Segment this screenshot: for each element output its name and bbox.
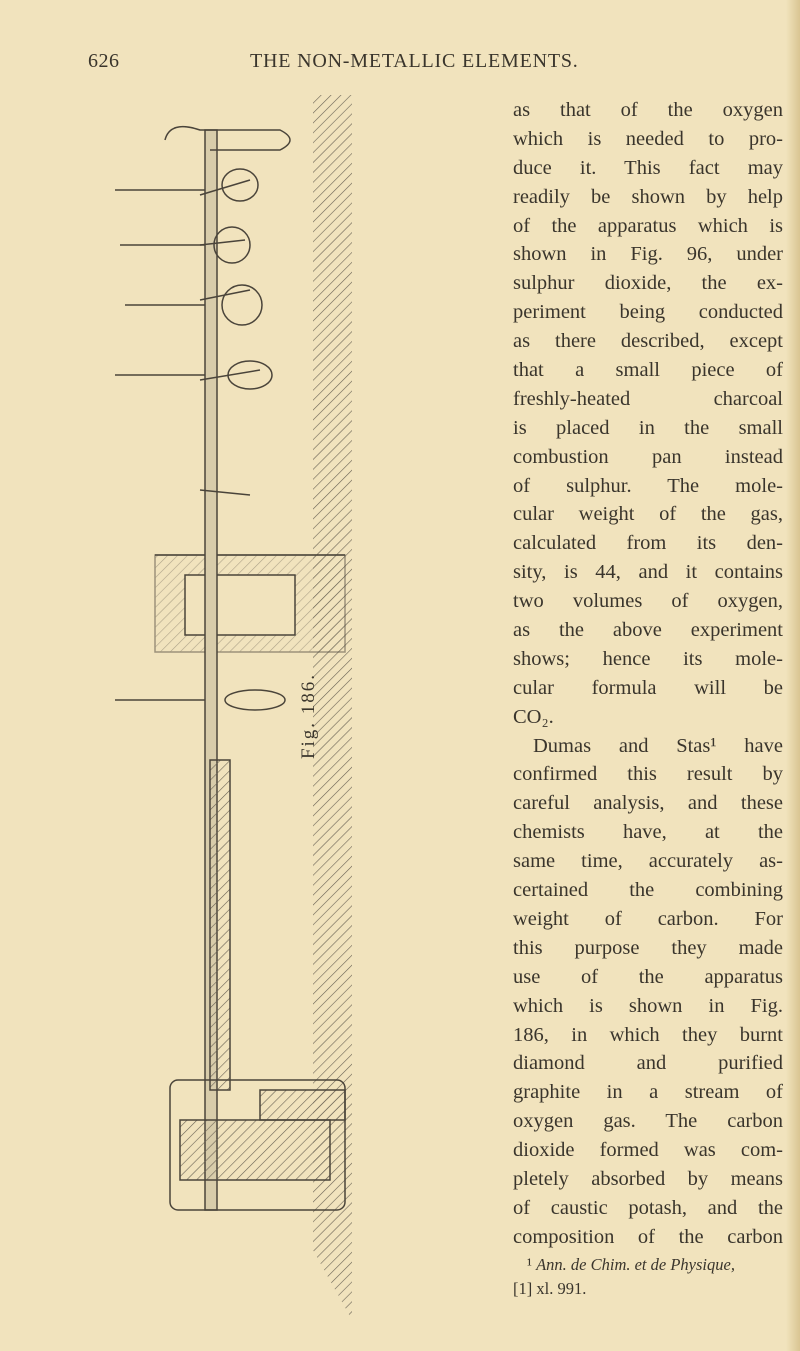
text-line: as that of the oxygen [513, 99, 783, 121]
text-line: weight of carbon. For [513, 907, 783, 930]
text-line: CO₂. [513, 705, 554, 728]
figure-label: Fig. 186. [298, 672, 320, 760]
text-line: combustion pan instead [513, 445, 783, 468]
text-line: same time, accurately as- [513, 850, 783, 873]
footnote-marker: ¹ [527, 1255, 532, 1274]
text-line: composition of the carbon [513, 1225, 783, 1248]
page-number: 626 [88, 50, 120, 72]
text-line: of the apparatus which is [513, 214, 783, 237]
text-line: shows; hence its mole- [513, 647, 783, 670]
running-title: THE NON-METALLIC ELEMENTS. [250, 50, 579, 72]
text-line: readily be shown by help [513, 185, 783, 208]
text-line: sity, is 44, and it contains [513, 561, 783, 584]
text-line: certained the combining [513, 879, 783, 902]
text-line: graphite in a stream of [513, 1081, 783, 1104]
text-line: as the above experiment [513, 619, 783, 642]
text-line: confirmed this result by [513, 763, 783, 786]
text-line: two volumes of oxygen, [513, 590, 783, 613]
text-line: dioxide formed was com- [513, 1139, 783, 1162]
text-line: duce it. This fact may [513, 156, 783, 179]
text-line: pletely absorbed by means [513, 1167, 783, 1190]
hatched-wall [313, 95, 352, 1320]
body-text: as that of the oxygen which is needed to… [513, 96, 783, 1252]
text-line: which is shown in Fig. [513, 994, 783, 1017]
text-line: of caustic potash, and the [513, 1196, 783, 1219]
text-line: shown in Fig. 96, under [513, 243, 783, 266]
footnote-citation: Ann. de Chim. et de Physique, [536, 1255, 735, 1274]
text-line: periment being conducted [513, 301, 783, 324]
text-line: of sulphur. The mole- [513, 474, 783, 497]
footnote-ref: [1] xl. 991. [513, 1279, 587, 1298]
text-line: 186, in which they burnt [513, 1023, 783, 1046]
text-line: oxygen gas. The carbon [513, 1110, 783, 1133]
apparatus-figure [115, 95, 352, 1320]
text-line: Dumas and Stas¹ have [533, 734, 783, 757]
text-line: chemists have, at the [513, 821, 783, 844]
text-line: diamond and purified [513, 1052, 783, 1075]
text-line: freshly-heated charcoal [513, 387, 783, 410]
text-line: that a small piece of [513, 359, 783, 382]
footnote: ¹ Ann. de Chim. et de Physique, [1] xl. … [513, 1253, 783, 1301]
page-edge-shadow [786, 0, 800, 1351]
absorption-tube [209, 759, 231, 1091]
text-line: is placed in the small [513, 416, 783, 439]
text-line: careful analysis, and these [513, 792, 783, 815]
text-line: as there described, except [513, 330, 783, 353]
bottom-vessel [169, 1079, 346, 1211]
text-line: sulphur dioxide, the ex- [513, 272, 783, 295]
text-line: calculated from its den- [513, 532, 783, 555]
text-line: this purpose they made [513, 936, 783, 959]
text-line: which is needed to pro- [513, 127, 783, 150]
text-line: cular formula will be [513, 676, 783, 699]
footnote-line-1: ¹ Ann. de Chim. et de Physique, [513, 1253, 783, 1277]
text-line: use of the apparatus [513, 965, 783, 988]
text-line: cular weight of the gas, [513, 503, 783, 526]
